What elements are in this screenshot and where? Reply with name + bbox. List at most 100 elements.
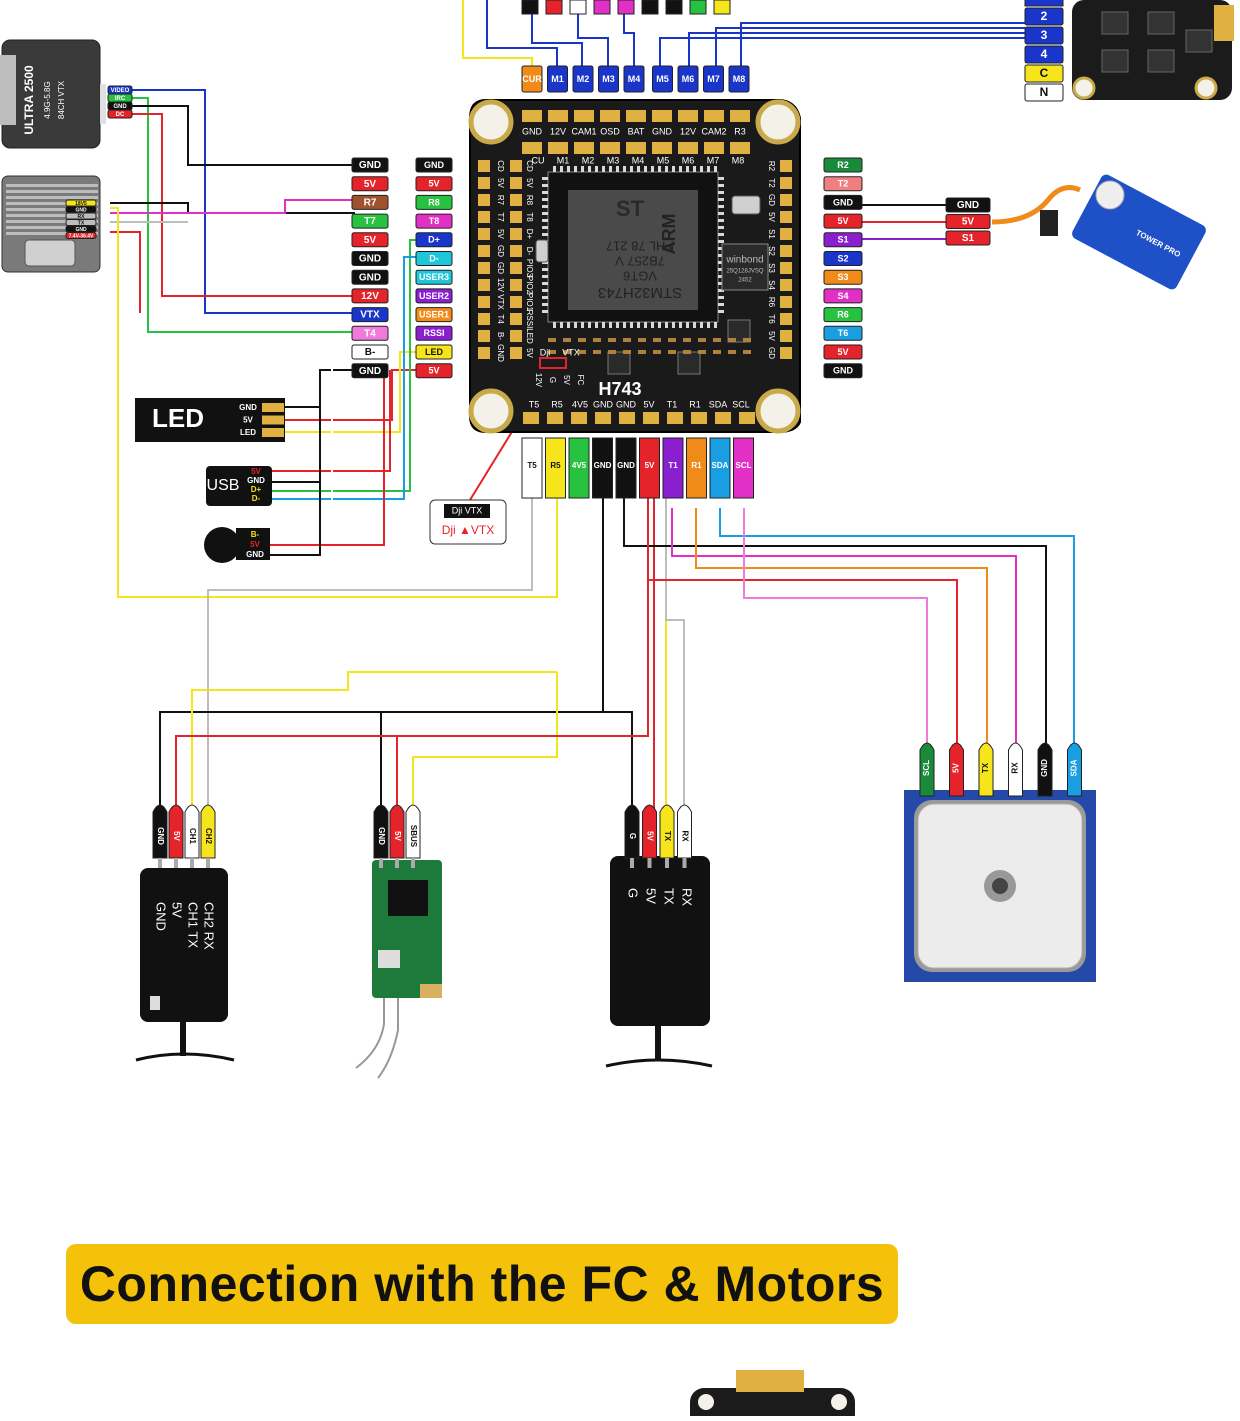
mcu-lead <box>718 198 724 201</box>
small-ic <box>727 319 751 343</box>
fc-pad <box>780 211 792 223</box>
gps-plug-label: 5V <box>952 762 961 772</box>
mosfet <box>1147 49 1175 73</box>
fc-silk-top: CAM2 <box>701 126 726 136</box>
mcu-lead <box>665 322 668 328</box>
fc-pad <box>574 142 594 154</box>
header-pin <box>641 0 659 15</box>
rx1-body <box>140 868 228 1022</box>
mcu-lead <box>581 322 584 328</box>
passive-component <box>668 338 676 342</box>
mcu-lead <box>581 166 584 172</box>
servo-plug-gnd-body <box>945 197 991 213</box>
camera-pin: RX <box>65 212 97 220</box>
bottom-pin-body <box>686 437 707 499</box>
motor-pin-m6-label: M6 <box>682 74 695 84</box>
flash-brand: winbond <box>725 255 763 266</box>
right-pin-5v: 5V <box>823 344 863 360</box>
fc-silk-bottom: GND <box>616 399 637 409</box>
left-outer-pin-t7-label: T7 <box>364 216 376 227</box>
fc-silk-left: T7 <box>496 212 505 222</box>
buzzer-board <box>236 528 270 560</box>
camera-pin-body <box>65 232 97 239</box>
fc-pad <box>780 245 792 257</box>
left-inner-pin-user1-body <box>415 307 453 323</box>
fc-silk-motor: M1 <box>557 155 570 165</box>
rx2-plug-5v: 5V <box>389 804 405 868</box>
fc-silk-motor: M6 <box>682 155 695 165</box>
fc-silk-left: 5V <box>496 229 505 239</box>
mcu-lead <box>714 166 717 172</box>
cam-osd-wire <box>110 207 558 598</box>
esc-pad-n-body <box>1024 83 1064 102</box>
mcu-lead <box>718 205 724 208</box>
fc-silk-left2: LED <box>525 328 534 344</box>
left-inner-pin-5v-label: 5V <box>428 366 439 376</box>
motor-wire <box>740 22 1025 72</box>
camera-pin: 18V5 <box>65 199 97 207</box>
fc-pad <box>478 330 490 342</box>
header-pin <box>521 0 539 15</box>
rx2-plug-sbus-body <box>405 804 421 859</box>
heatsink-fin <box>6 196 98 199</box>
right-pin-r6: R6 <box>823 307 863 323</box>
fc-silk-bottom: 5V <box>643 399 654 409</box>
rx2-plug-sbus-label: SBUS <box>409 825 418 848</box>
fc-pad <box>548 110 568 122</box>
mcu-logo-icon: ST <box>616 196 645 221</box>
motor-pin-m6: M6 <box>677 65 699 93</box>
mcu-lead <box>637 322 640 328</box>
motor-pin-m4-body <box>623 65 645 93</box>
rx2-antenna-1 <box>355 998 385 1069</box>
esc-pad-3-label: 3 <box>1041 28 1048 42</box>
bottom-pin-label: R1 <box>691 461 702 470</box>
motor-wire <box>486 0 558 72</box>
esc-board <box>1072 0 1234 100</box>
left-inner-pin-user2-label: USER2 <box>419 291 449 301</box>
fc-pad <box>522 142 542 154</box>
camera-pin-label: GND <box>75 227 87 233</box>
mcu-lead <box>637 166 640 172</box>
camera-pin-label: 18V5 <box>75 201 87 207</box>
fc-pad <box>739 412 755 424</box>
small-ic <box>607 351 631 375</box>
passive-component <box>698 338 706 342</box>
fc-silk-right: S4 <box>767 280 776 290</box>
fc-silk-top: CAM1 <box>571 126 596 136</box>
mcu-lead <box>630 322 633 328</box>
fc-silk-right: T2 <box>767 178 776 188</box>
right-pin-s3-body <box>823 269 863 285</box>
gps-plug-5v: 5V <box>949 742 964 797</box>
cam-gnd-wire <box>110 202 355 214</box>
heatsink-fin <box>6 232 98 235</box>
mcu-lead <box>553 166 556 172</box>
mcu-lead <box>718 310 724 313</box>
mcu-lead <box>560 322 563 328</box>
bottom-pin-label: 4V5 <box>572 461 587 470</box>
rx2-antenna-2 <box>377 998 399 1079</box>
mcu-lead <box>665 166 668 172</box>
fc-pad <box>678 110 698 122</box>
fc-silk-dji-pins: 12V <box>534 373 543 388</box>
vtx-gnd-wire <box>130 105 355 166</box>
led-strip-pin-label: LED <box>240 428 256 437</box>
mcu-lead <box>574 166 577 172</box>
bottom-board-body <box>690 1388 855 1421</box>
fc-pad <box>510 177 522 189</box>
servo-motor: TOWER PRO <box>991 174 1206 290</box>
right-pin-t6-label: T6 <box>838 328 849 338</box>
heatsink-fin <box>6 202 98 205</box>
mcu-lead <box>609 322 612 328</box>
dji-callout-top <box>444 504 490 518</box>
rx2-plug-gnd-leg <box>379 858 383 868</box>
rx1-plug-gnd-label: GND <box>156 827 165 845</box>
fc-silk-left: 12V <box>496 278 505 293</box>
left-outer-pin-gnd: GND <box>351 157 389 173</box>
left-inner-pin-r8: R8 <box>415 194 453 210</box>
left-inner-pin-5v: 5V <box>415 176 453 192</box>
right-pin-gnd-label: GND <box>833 197 854 207</box>
left-inner-pin-t8-body <box>415 213 453 229</box>
